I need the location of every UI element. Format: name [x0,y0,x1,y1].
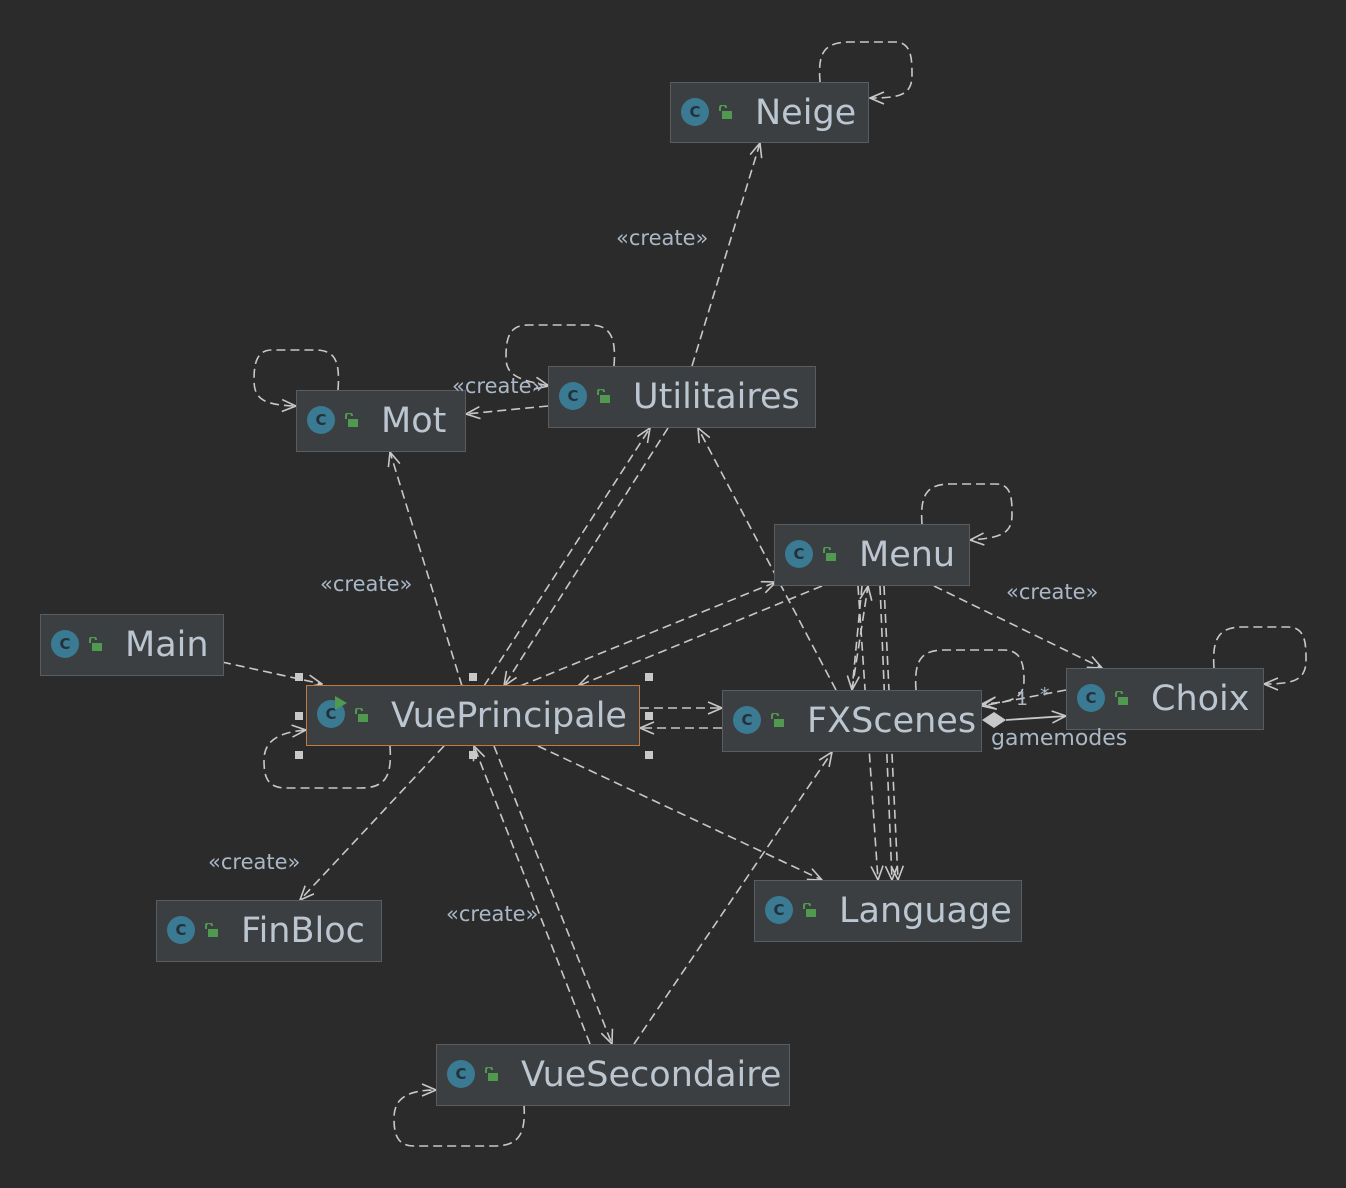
self-loop-fxscenes [914,649,1025,704]
class-finbloc[interactable]: C FinBloc [156,900,382,962]
class-name: Neige [755,93,857,133]
class-name: Main [125,625,209,665]
composition-role-label: gamemodes [991,726,1128,751]
class-name: Language [839,891,1012,931]
class-language[interactable]: C Language [754,880,1022,942]
create-label-choix: «create» [1006,580,1099,604]
resize-handle[interactable] [469,751,477,759]
class-utilitaires[interactable]: C Utilitaires [548,366,816,428]
public-lock-icon [803,903,816,917]
class-menu[interactable]: C Menu [774,524,970,586]
self-loop-neige [818,41,913,98]
edge-vuesecondaire-fxscenes [633,752,832,1045]
edge-fxscenes-menu [851,586,868,691]
class-icon: C [447,1060,475,1088]
edge-utilitaires-neige [691,143,760,367]
create-label-finbloc: «create» [208,850,301,874]
resize-handle[interactable] [469,673,477,681]
self-loop-vuesecondaire [393,1090,526,1147]
edge-menu-vueprincipale [578,585,823,686]
edge-vueprincipale-utilitaires [483,428,650,687]
resize-handle[interactable] [295,673,303,681]
class-neige[interactable]: C Neige [670,82,869,143]
public-lock-icon [771,713,784,727]
create-label-vuesecondaire: «create» [446,902,539,926]
class-icon: C [51,630,79,658]
multiplicity-many: * [1040,684,1050,706]
class-name: FinBloc [241,911,365,951]
class-name: Mot [381,401,447,441]
edge-main-vueprincipale [221,661,322,684]
edge-fxscenes-utilitaires [698,428,837,691]
self-loop-utilitaires [505,324,616,386]
create-label-neige: «create» [616,226,709,250]
run-icon [335,696,347,710]
class-main[interactable]: C Main [40,614,224,676]
class-name: VuePrincipale [391,696,627,736]
resize-handle[interactable] [645,712,653,720]
public-lock-icon [89,637,102,651]
class-icon: C [785,540,813,568]
edge-menu-fxscenes [852,585,863,690]
class-name: Utilitaires [633,377,800,417]
class-icon: C [1077,684,1105,712]
edge-vueprincipale-mot [390,452,463,687]
resize-handle[interactable] [295,751,303,759]
class-name: VueSecondaire [521,1055,782,1095]
edge-menu-choix [933,585,1102,668]
edge-vuesecondaire-vueprincipale [474,746,591,1045]
class-icon: C [765,896,793,924]
class-name: Menu [859,535,956,575]
composition-fxscenes-choix [982,712,1066,728]
edge-utilitaires-mot [466,405,549,414]
resize-handle[interactable] [295,712,303,720]
class-name: Choix [1151,679,1250,719]
public-lock-icon [719,105,732,119]
public-lock-icon [345,413,358,427]
public-lock-icon [205,923,218,937]
resize-handle[interactable] [645,751,653,759]
multiplicity-one: 1 [1016,688,1029,710]
class-icon: C [559,382,587,410]
self-loop-mot [253,349,340,406]
self-loop-menu [920,483,1013,540]
class-fxscenes[interactable]: C FXScenes [722,690,982,752]
self-loop-vueprincipale [263,730,392,789]
public-lock-icon [355,708,368,722]
edge-vueprincipale-language [537,745,822,880]
class-choix[interactable]: C Choix [1066,668,1264,730]
class-icon: C [167,916,195,944]
class-icon: C [681,98,709,126]
class-mot[interactable]: C Mot [296,390,466,452]
public-lock-icon [485,1067,498,1081]
edge-vueprincipale-finbloc [300,745,445,900]
public-lock-icon [823,547,836,561]
class-icon: C [733,706,761,734]
edge-utilitaires-vueprincipale [504,427,669,686]
edge-choix-fxscenes [982,689,1067,706]
edge-vueprincipale-menu [519,582,776,687]
public-lock-icon [1115,691,1128,705]
class-vuesecondaire[interactable]: C VueSecondaire [436,1044,790,1106]
public-lock-icon [597,389,610,403]
class-vueprincipale[interactable]: C VuePrincipale [306,685,640,746]
create-label-mot-vueprincipale: «create» [320,572,413,596]
self-loop-choix [1212,626,1307,684]
class-icon: C [307,406,335,434]
create-label-mot-utilitaires: «create» [452,374,545,398]
resize-handle[interactable] [645,673,653,681]
class-name: FXScenes [807,701,977,741]
edge-vueprincipale-vuesecondaire [493,745,612,1044]
